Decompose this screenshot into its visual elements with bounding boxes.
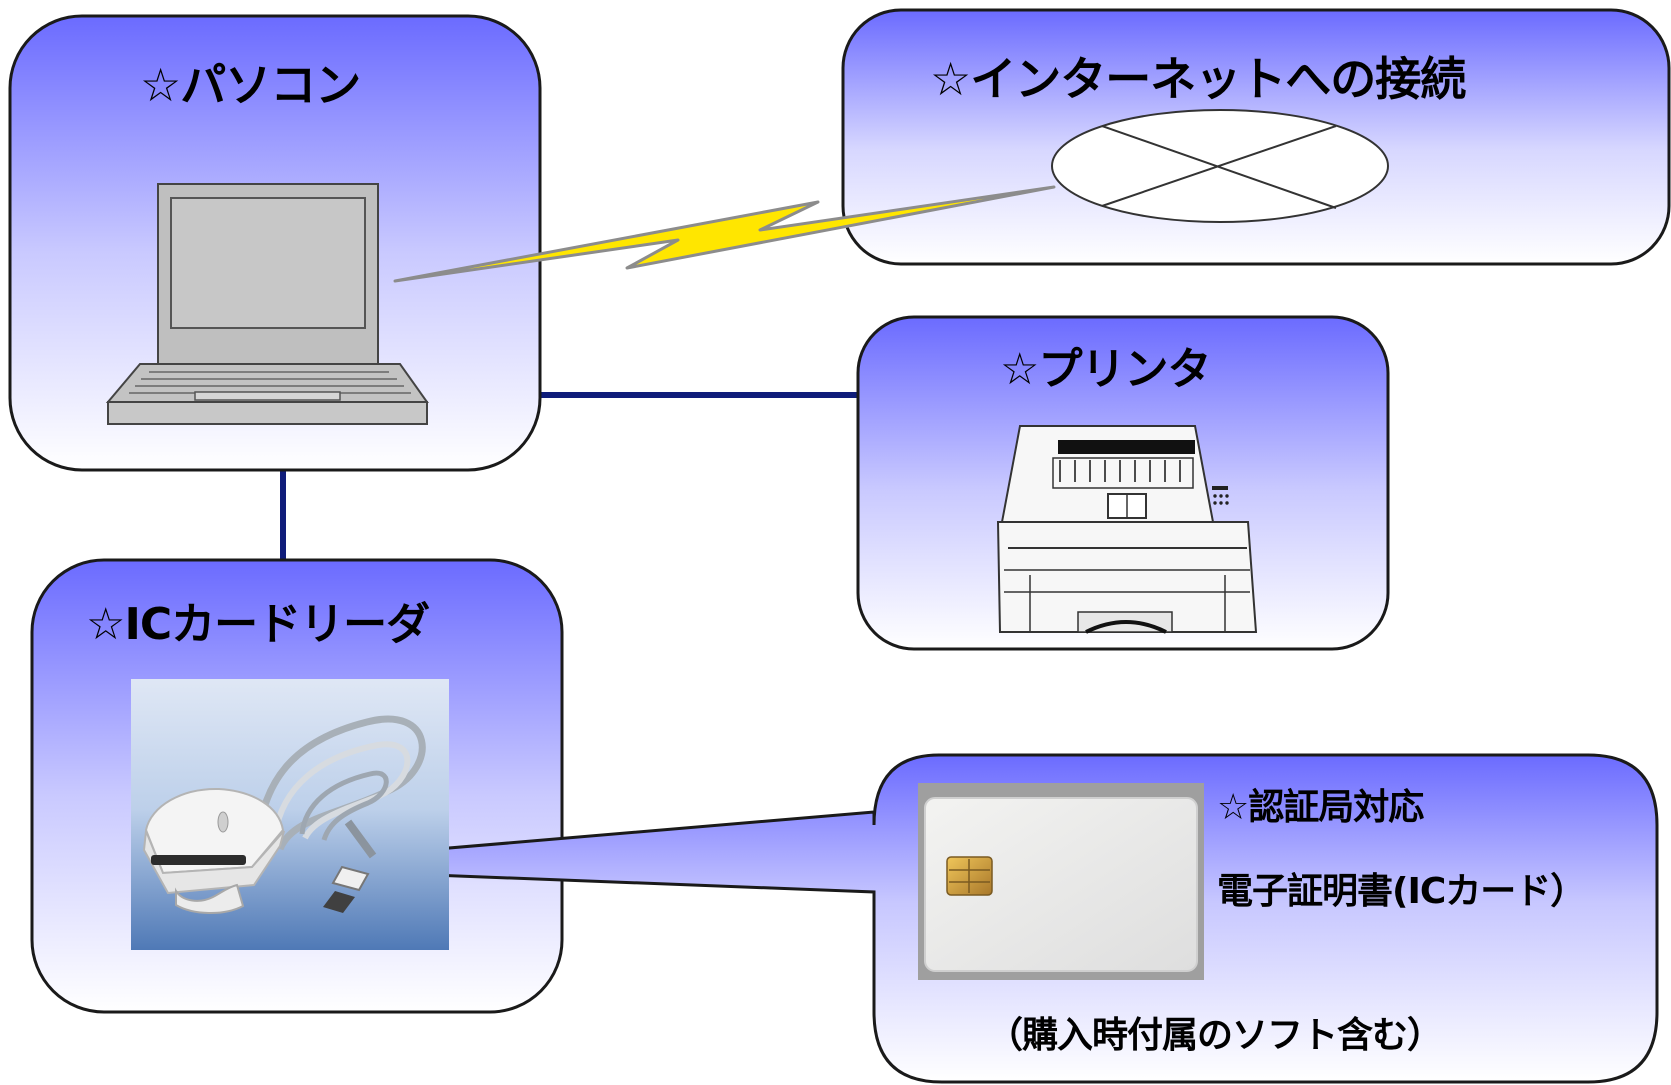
certificate-title-line1: ☆認証局対応 [1217,787,1424,828]
certificate-note: （購入時付属のソフト含む） [987,1015,1443,1056]
ic-card-reader-photo [131,679,449,950]
ic-card-photo [918,783,1204,980]
internet-title: ☆インターネットへの接続 [930,52,1466,106]
pc-title: ☆パソコン [140,58,361,112]
network-cloud-icon [1051,109,1389,223]
printer-title: ☆プリンタ [1000,344,1211,395]
laptop-icon [105,183,429,425]
lightning-connection-icon [393,185,1056,283]
card-reader-title: ☆ICカードリーダ [86,599,430,650]
certificate-title-line2: 電子証明書(ICカード） [1217,871,1586,912]
printer-icon [996,425,1258,634]
